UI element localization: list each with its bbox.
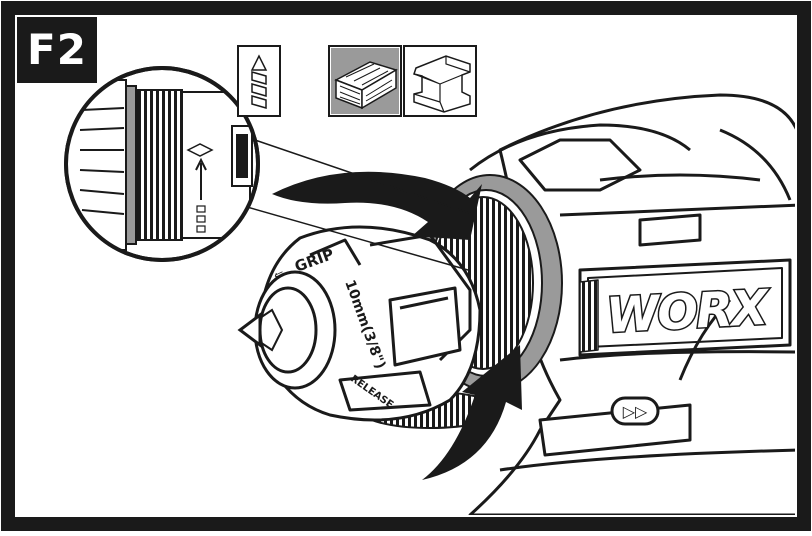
rotate-arrow-top: [272, 171, 482, 240]
rotate-arrow-bottom: [422, 345, 522, 480]
brand-logo: WORX: [605, 280, 771, 344]
figure-label: F2: [27, 25, 87, 74]
chuck-nose: [237, 270, 337, 390]
chuck: [258, 225, 501, 429]
magnified-collar: [66, 79, 253, 251]
callout-line-top: [254, 139, 476, 216]
metal-profile-icon: [403, 45, 477, 117]
callout-line-bottom: [239, 204, 469, 271]
wood-icon: [328, 45, 402, 117]
drill-bit-icon: [237, 45, 281, 117]
figure-label-box: F2: [17, 17, 97, 83]
drill-body: [468, 93, 795, 515]
forward-reverse-icon: ▷▷: [623, 402, 648, 421]
